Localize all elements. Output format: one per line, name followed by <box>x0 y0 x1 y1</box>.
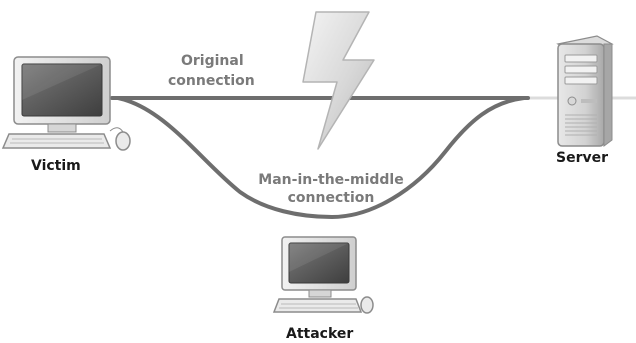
attacker-label: Attacker <box>286 326 354 342</box>
original-connection-label: Original <box>181 52 244 70</box>
original-connection-label-2: connection <box>168 72 255 90</box>
lightning-bolt-icon <box>302 11 375 150</box>
original-connection-label-line1: Original <box>181 53 244 69</box>
victim-label: Victim <box>31 158 81 174</box>
mitm-connection-label: Man-in-the-middle connection <box>237 171 425 207</box>
victim-computer-icon <box>1 56 131 151</box>
server-label: Server <box>556 150 609 166</box>
mitm-connection-label-line2: connection <box>287 190 375 206</box>
mitm-connection-label-line1: Man-in-the-middle <box>258 172 404 188</box>
server-tower-icon <box>556 35 614 147</box>
mitm-connection-curve <box>116 96 526 220</box>
original-connection-label-line2: connection <box>168 73 255 89</box>
attacker-computer-icon <box>272 236 374 314</box>
